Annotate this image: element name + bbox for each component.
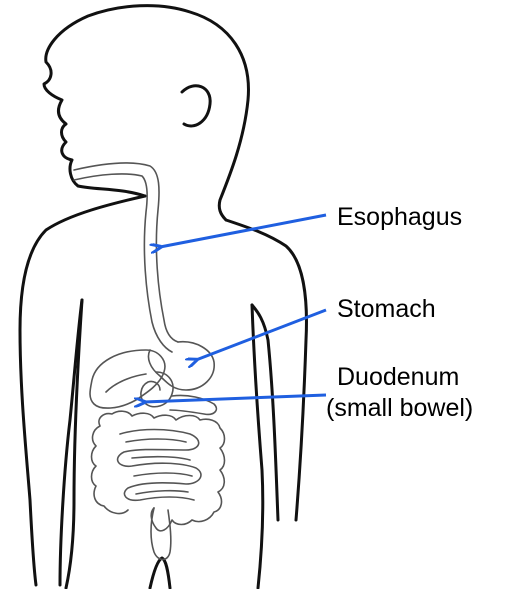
digestive-system [74, 163, 225, 559]
liver-detail [106, 374, 146, 392]
body-outline [20, 6, 306, 588]
esophagus-label: Esophagus [337, 202, 462, 232]
torso-right-side [252, 305, 263, 588]
arrows [144, 215, 326, 402]
esophagus-outer [74, 163, 178, 342]
left-arm-outline [20, 196, 145, 585]
duodenum-label: Duodenum [337, 362, 459, 392]
leg-split [150, 558, 170, 588]
ear-outline [182, 86, 210, 126]
stomach-label: Stomach [337, 294, 436, 324]
right-arm-outline [226, 220, 306, 520]
rectum [151, 508, 171, 560]
duodenum-sublabel: (small bowel) [326, 393, 473, 423]
esophagus-arrow [160, 215, 326, 247]
small-intestine [118, 430, 201, 501]
